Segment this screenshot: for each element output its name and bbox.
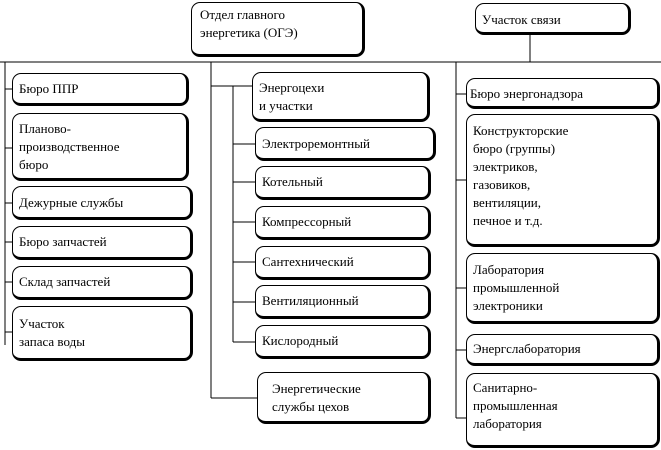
- middle-box-oxygen: Кислородный: [255, 325, 431, 359]
- middle-box-energy-shops: Энергоцехи и участки: [252, 72, 430, 122]
- middle-box-shop-services: Энергетические службы цехов: [257, 372, 431, 424]
- right-box-supervision: Бюро энергонадзора: [466, 78, 660, 109]
- middle-box-plumbing: Сантехнический: [255, 246, 431, 280]
- head-box: Отдел главного энергетика (ОГЭ): [191, 2, 365, 57]
- right-box-energy-lab: Энергслаборатория: [466, 334, 660, 366]
- middle-box-ventilation: Вентиляционный: [255, 285, 431, 319]
- left-box-ppr: Бюро ППР: [12, 73, 189, 106]
- middle-box-electro: Электроремонтный: [255, 127, 436, 161]
- left-box-parts-bureau: Бюро запчастей: [12, 226, 193, 260]
- middle-box-boiler: Котельный: [255, 166, 431, 200]
- comm-box: Участок связи: [475, 3, 631, 35]
- right-box-design-bureaus: Конструкторские бюро (группы) электриков…: [466, 114, 660, 247]
- left-box-water: Участок запаса воды: [12, 306, 193, 361]
- right-box-sanitary-lab: Санитарно- промышленная лаборатория: [466, 373, 660, 448]
- left-box-planning: Планово- производственное бюро: [12, 113, 189, 181]
- left-box-parts-store: Склад запчастей: [12, 266, 193, 300]
- middle-box-compressor: Компрессорный: [255, 206, 431, 240]
- right-box-electronics-lab: Лаборатория промышленной электроники: [466, 253, 660, 324]
- left-box-duty: Дежурные службы: [12, 186, 193, 220]
